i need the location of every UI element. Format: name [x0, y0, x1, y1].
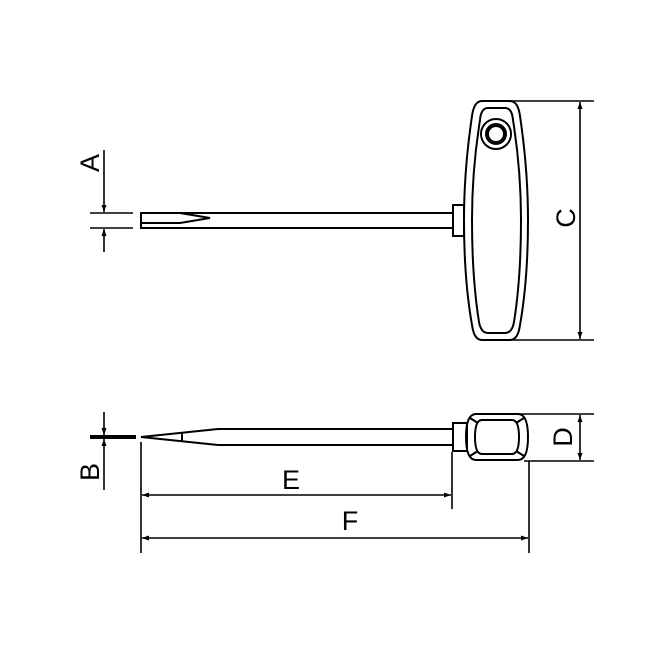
dim-label-d: D — [548, 427, 578, 447]
handle-inner-top — [470, 107, 523, 334]
dimension-e-f: E F — [140, 442, 530, 553]
hang-hole-inner — [485, 123, 507, 145]
handle-outer-top — [462, 100, 530, 341]
dimension-b: B — [75, 412, 136, 490]
blade-tip-top — [140, 212, 211, 224]
handle-outer-side — [464, 413, 530, 461]
ferrule-side — [452, 422, 468, 452]
bottom-view — [140, 413, 530, 461]
dim-label-a: A — [75, 154, 105, 172]
handle-inner-side — [473, 419, 521, 455]
handle-chamfer-tr — [515, 417, 525, 424]
handle-chamfer-br — [515, 450, 525, 457]
dim-label-c: C — [551, 208, 581, 228]
hang-hole-outer — [480, 118, 512, 150]
blade-taper-side — [140, 428, 453, 446]
dimension-a: A — [75, 150, 133, 252]
ferrule-top — [452, 204, 465, 237]
dimension-d: D — [518, 413, 594, 462]
dimension-c: C — [510, 100, 594, 341]
dim-label-f: F — [342, 506, 359, 536]
handle-chamfer-tl — [469, 417, 479, 424]
dim-label-e: E — [282, 465, 300, 495]
handle-chamfer-bl — [469, 450, 479, 457]
blade-base — [140, 223, 180, 229]
top-view — [140, 100, 530, 341]
dim-label-b: B — [75, 463, 105, 481]
